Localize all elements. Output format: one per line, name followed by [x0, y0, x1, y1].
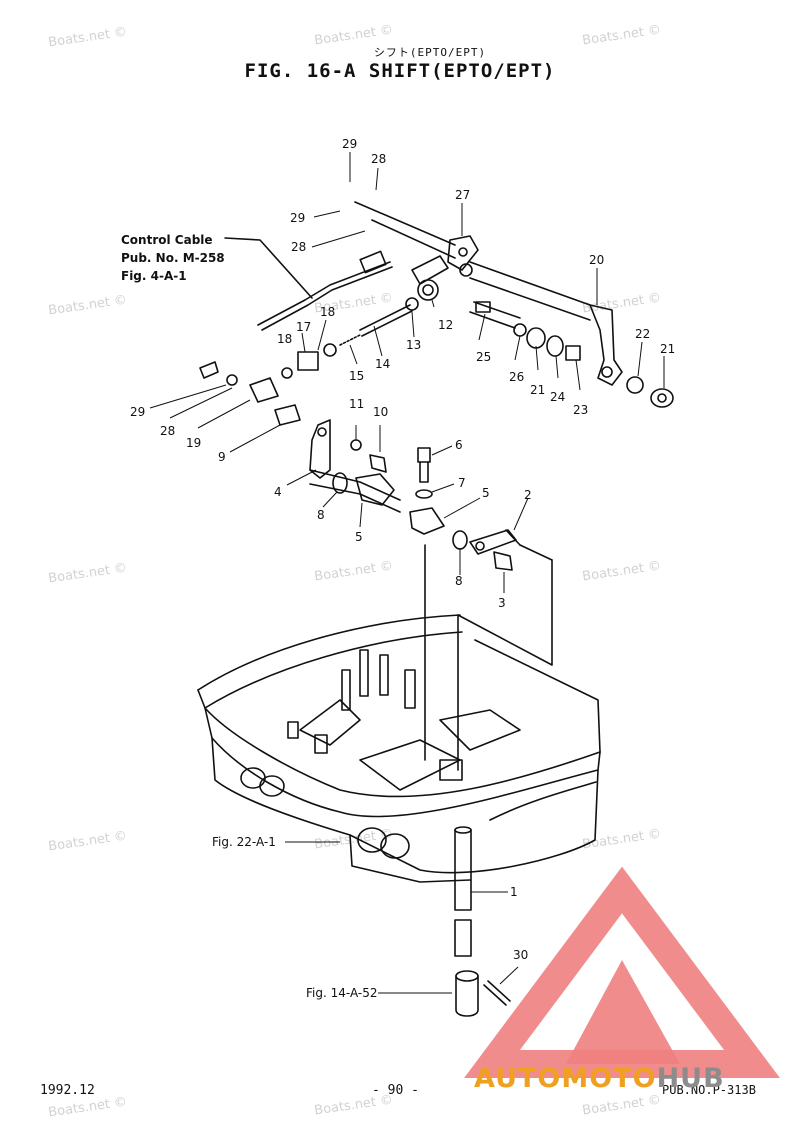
part-label: 4: [274, 485, 282, 499]
fig14-ref: Fig. 14-A-52: [306, 986, 378, 1000]
part-label: 13: [406, 338, 422, 352]
part-label: 11: [349, 397, 365, 411]
part-label: 18: [320, 305, 336, 319]
part-label: 1: [510, 885, 518, 899]
part-label: 5: [355, 530, 363, 544]
part-label: 29: [342, 137, 358, 151]
part-label: 26: [509, 370, 525, 384]
part-label: 25: [476, 350, 492, 364]
part-label: 7: [458, 476, 466, 490]
part-label: 29: [290, 211, 306, 225]
part-label: 18: [277, 332, 293, 346]
page-title: FIG. 16-A SHIFT(EPTO/EPT): [244, 60, 556, 82]
part-label: 28: [371, 152, 387, 166]
part-label: 30: [513, 948, 529, 962]
part-label: 27: [455, 188, 471, 202]
control-cable-ref-line2: Pub. No. M-258: [121, 251, 225, 265]
footer-page-number: - 90 -: [372, 1083, 419, 1098]
part-label: 8: [455, 574, 463, 588]
part-label: 28: [160, 424, 176, 438]
part-label: 23: [573, 403, 589, 417]
fig22-ref: Fig. 22-A-1: [212, 835, 276, 849]
footer-pub-number: PUB.NO.P-313B: [662, 1083, 756, 1097]
part-label: 10: [373, 405, 389, 419]
part-label: 24: [550, 390, 566, 404]
part-label: 21: [660, 342, 676, 356]
part-label: 8: [317, 508, 325, 522]
part-label: 14: [375, 357, 391, 371]
control-cable-ref-line3: Fig. 4-A-1: [121, 269, 187, 283]
part-label: 2: [524, 488, 532, 502]
part-label: 21: [530, 383, 546, 397]
part-label: 17: [296, 320, 312, 334]
brand-part2: HUB: [656, 1063, 725, 1094]
brand-logo-icon: [464, 866, 780, 1078]
part-label: 9: [218, 450, 226, 464]
footer-date: 1992.12: [40, 1083, 95, 1098]
part-label: 12: [438, 318, 454, 332]
part-label: 6: [455, 438, 463, 452]
part-label: 15: [349, 369, 365, 383]
part-label: 22: [635, 327, 651, 341]
control-cable-ref-line1: Control Cable: [121, 233, 213, 247]
part-label: 5: [482, 486, 490, 500]
brand-wordmark: AUTOMOTOHUB: [474, 1063, 725, 1094]
part-label: 28: [291, 240, 307, 254]
brand-part1: AUTOMOTO: [474, 1063, 657, 1094]
part-label: 29: [130, 405, 146, 419]
part-label: 19: [186, 436, 202, 450]
page-subtitle: シフト(EPTO/EPT): [373, 46, 487, 59]
part-label: 20: [589, 253, 605, 267]
part-label: 3: [498, 596, 506, 610]
